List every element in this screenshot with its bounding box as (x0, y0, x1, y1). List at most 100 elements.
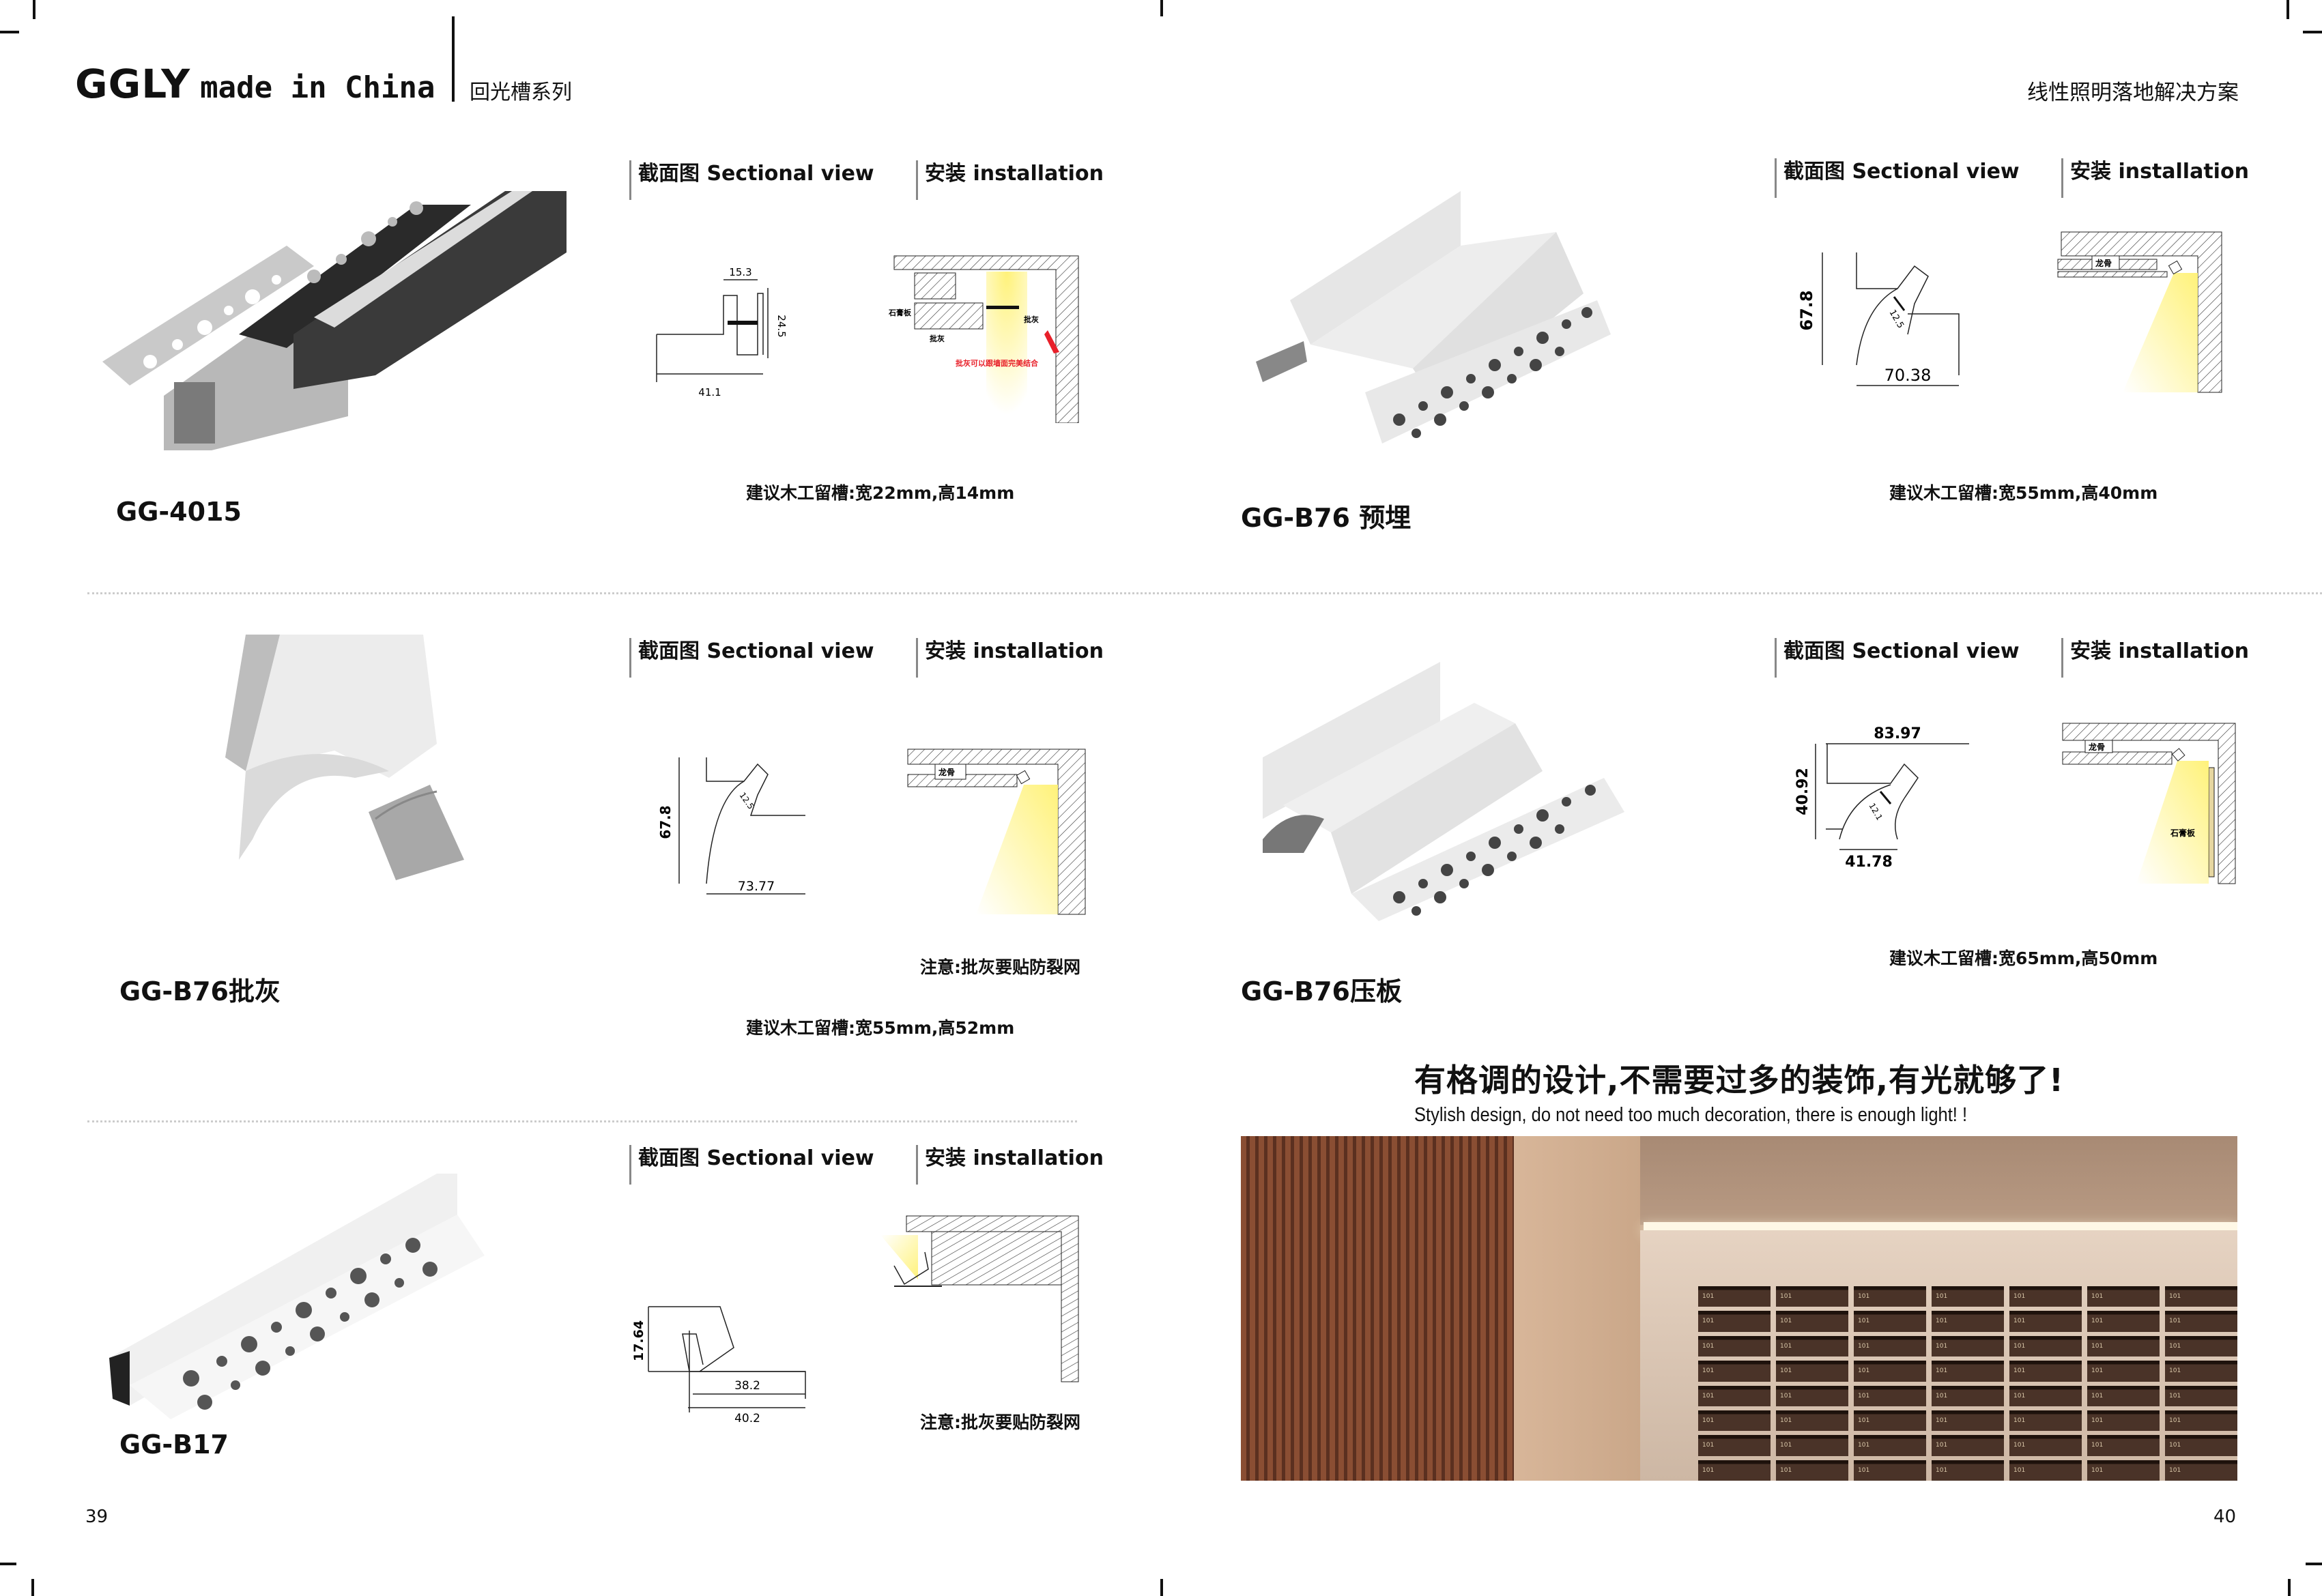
wood-slat-wall (1241, 1136, 1514, 1481)
crop-mark (1160, 1579, 1163, 1596)
mailbox-label: 101 (1702, 1392, 1715, 1399)
crop-mark (1160, 0, 1163, 16)
mailbox: 101 (2165, 1335, 2237, 1357)
mailbox-label: 101 (1858, 1367, 1870, 1375)
mailbox: 101 (2165, 1361, 2237, 1382)
mailbox-label: 101 (2013, 1442, 2026, 1449)
dim-diag: 12.1 (1867, 802, 1884, 822)
sectional-view-heading: 截面图 Sectional view (629, 160, 874, 200)
mailbox-label: 101 (2169, 1342, 2181, 1350)
slot-recommendation: 建议木工留槽:宽22mm,高14mm (746, 483, 1015, 503)
mailbox: 101 (2087, 1335, 2160, 1357)
product-model: GG-B76 预埋 (1241, 503, 1411, 533)
installation-diagram-gg-b76-pressplate: 龙骨 石膏板 (2062, 723, 2236, 884)
mailbox: 101 (1698, 1335, 1771, 1357)
mailbox: 101 (1854, 1410, 1926, 1432)
mailbox: 101 (2165, 1311, 2237, 1332)
mailbox: 101 (1776, 1435, 1848, 1456)
mailbox: 101 (1854, 1385, 1926, 1406)
mailbox-label: 101 (1702, 1442, 1715, 1449)
dim-height: 24.5 (775, 315, 788, 337)
mailbox-label: 101 (2091, 1466, 2104, 1474)
mailbox-label: 101 (2013, 1417, 2026, 1424)
mailbox: 101 (2009, 1435, 2082, 1456)
sectional-diagram-gg-b76-preembed: 67.8 12.5 70.38 (1797, 252, 1960, 386)
slogan-english: Stylish design, do not need too much dec… (1414, 1104, 1968, 1126)
mailbox: 101 (1932, 1311, 2004, 1332)
mailbox: 101 (2087, 1311, 2160, 1332)
mailbox-label: 101 (2169, 1417, 2181, 1424)
dim-height: 40.92 (1795, 768, 1811, 815)
mailbox-label: 101 (1702, 1417, 1715, 1424)
product-model: GG-4015 (116, 497, 242, 527)
mailbox: 101 (1932, 1410, 2004, 1432)
dim-inner: 38.2 (734, 1379, 760, 1393)
mailbox: 101 (2087, 1435, 2160, 1456)
page-number-right: 40 (2213, 1507, 2237, 1527)
dim-width: 70.38 (1884, 366, 1932, 385)
mailbox: 101 (1698, 1385, 1771, 1406)
mailbox: 101 (1698, 1410, 1771, 1432)
attention-note: 注意:批灰要贴防裂网 (920, 957, 1080, 977)
crop-mark (0, 1563, 16, 1565)
right-page-title: 线性照明落地解决方案 (2027, 81, 2239, 105)
installation-heading: 安装 installation (916, 638, 1104, 678)
mailbox-label: 101 (2013, 1466, 2026, 1474)
mailbox-label: 101 (2169, 1367, 2181, 1375)
sectional-view-heading: 截面图 Sectional view (629, 1145, 874, 1185)
slot-recommendation: 建议木工留槽:宽55mm,高52mm (746, 1018, 1015, 1038)
mailbox: 101 (1698, 1435, 1771, 1456)
mailbox-label: 101 (1936, 1392, 1948, 1399)
crop-mark (31, 1579, 34, 1596)
mailbox-label: 101 (2169, 1442, 2181, 1449)
dim-bottom: 41.78 (1845, 854, 1893, 871)
mailbox-label: 101 (2091, 1442, 2104, 1449)
mailbox: 101 (1776, 1286, 1848, 1307)
sectional-diagram-gg-4015: 15.3 24.5 41.1 (656, 266, 788, 398)
product-model: GG-B17 (119, 1430, 229, 1460)
mailbox: 101 (1854, 1460, 1926, 1481)
mailbox-label: 101 (1702, 1342, 1715, 1350)
mailbox-label: 101 (2013, 1367, 2026, 1375)
mailbox-label: 101 (1780, 1293, 1792, 1300)
mailbox: 101 (2165, 1286, 2237, 1307)
crop-mark (33, 0, 35, 19)
installation-heading: 安装 installation (2061, 638, 2249, 678)
mailbox-label: 101 (2091, 1318, 2104, 1325)
mailbox: 101 (2009, 1311, 2082, 1332)
mailbox-label: 101 (1858, 1466, 1870, 1474)
installation-heading: 安装 installation (2061, 158, 2249, 198)
crop-mark (2306, 1563, 2322, 1565)
slot-recommendation: 建议木工留槽:宽65mm,高50mm (1889, 948, 2158, 968)
mailbox-label: 101 (1702, 1293, 1715, 1300)
dim-width: 41.1 (698, 386, 721, 398)
mailbox-label: 101 (2091, 1417, 2104, 1424)
installation-heading: 安装 installation (916, 1145, 1104, 1185)
mailbox: 101 (2009, 1410, 2082, 1432)
sectional-view-heading: 截面图 Sectional view (1775, 638, 2020, 678)
install-label-board: 石膏板 (2170, 828, 2196, 838)
mailbox-label: 101 (1780, 1417, 1792, 1424)
mailbox-label: 101 (1858, 1417, 1870, 1424)
mailbox: 101 (2087, 1410, 2160, 1432)
install-red-note: 批灰可以跟墙面完美结合 (956, 358, 1039, 368)
section-divider (87, 1120, 1077, 1122)
crop-mark (2287, 0, 2289, 19)
mailbox: 101 (1698, 1311, 1771, 1332)
installation-diagram-gg-b76-putty: 龙骨 (907, 749, 1086, 915)
mailbox: 101 (1854, 1311, 1926, 1332)
mailbox-label: 101 (2091, 1293, 2104, 1300)
mailbox: 101 (1776, 1410, 1848, 1432)
installation-diagram-gg-b17 (880, 1215, 1079, 1382)
installation-diagram-gg-b76-preembed: 龙骨 (2057, 231, 2222, 393)
mailbox-label: 101 (2169, 1293, 2181, 1300)
mailbox-label: 101 (1780, 1342, 1792, 1350)
brand-name: GGLY (75, 61, 191, 107)
crop-mark (2288, 1579, 2291, 1596)
mailbox: 101 (1932, 1460, 2004, 1481)
product-photo-gg-b17 (109, 1174, 485, 1419)
mailbox-label: 101 (1780, 1318, 1792, 1325)
install-label-keel: 龙骨 (938, 767, 955, 777)
mailbox: 101 (2009, 1335, 2082, 1357)
mailbox: 101 (1932, 1385, 2004, 1406)
